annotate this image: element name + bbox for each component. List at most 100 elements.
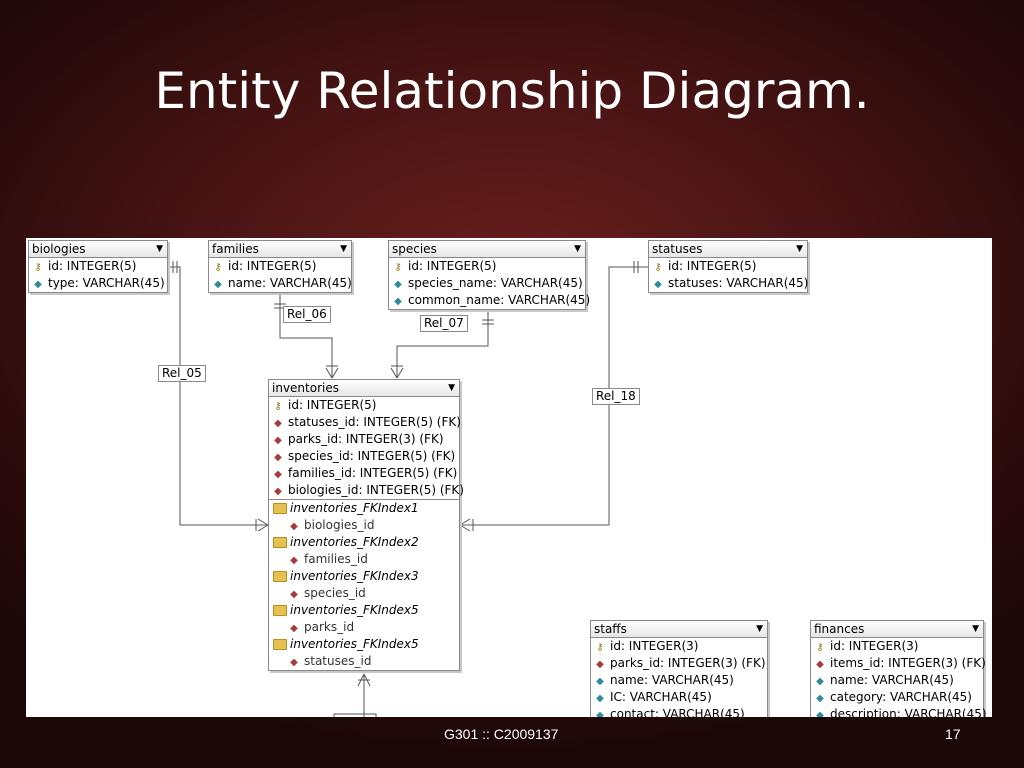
entity-biologies[interactable]: biologies▼ ⚷id: INTEGER(5) ◆type: VARCHA… — [28, 240, 168, 293]
key-icon: ⚷ — [214, 262, 222, 273]
dropdown-icon[interactable]: ▼ — [448, 383, 455, 393]
diamond-icon: ◆ — [214, 279, 222, 290]
attr-text: IC: VARCHAR(45) — [610, 690, 712, 704]
diamond-icon: ◆ — [816, 693, 824, 704]
diamond-icon: ◆ — [596, 710, 604, 717]
key-icon: ⚷ — [816, 642, 824, 653]
index-row: inventories_FKIndex5 — [269, 602, 459, 619]
index-folder-icon — [273, 639, 287, 650]
index-column-row: ◆families_id — [269, 551, 459, 568]
entity-name: families — [212, 242, 259, 256]
entity-inventories[interactable]: inventories▼ ⚷ id: INTEGER(5) ◆statuses_i… — [268, 379, 464, 671]
attr-row: ⚷id: INTEGER(5) — [389, 258, 585, 275]
attr-text: contact: VARCHAR(45) — [610, 707, 745, 717]
index-row: inventories_FKIndex2 — [269, 534, 459, 551]
dropdown-icon[interactable]: ▼ — [972, 624, 979, 634]
entity-header[interactable]: finances▼ — [811, 621, 983, 638]
dropdown-icon[interactable]: ▼ — [340, 244, 347, 254]
attr-text: id: INTEGER(5) — [408, 259, 497, 273]
er-diagram-canvas: Rel_05 Rel_06 Rel_07 Rel_18 biologies▼ ⚷… — [26, 238, 992, 717]
index-folder-icon — [273, 537, 287, 548]
entity-name: statuses — [652, 242, 703, 256]
fk-diamond-icon: ◆ — [290, 521, 298, 532]
rel-07-line — [396, 312, 489, 378]
index-row: inventories_FKIndex3 — [269, 568, 459, 585]
attr-row: ⚷ id: INTEGER(5) — [269, 397, 459, 414]
attr-row: ◆ contact: VARCHAR(45) — [591, 706, 767, 717]
index-column: parks_id — [304, 620, 355, 634]
dropdown-icon[interactable]: ▼ — [156, 244, 163, 254]
rel-07-label: Rel_07 — [420, 315, 468, 332]
attr-row: ⚷id: INTEGER(5) — [29, 258, 167, 275]
rel-06-line — [279, 294, 333, 378]
attr-text: id: INTEGER(3) — [830, 639, 919, 653]
attr-row: ◆name: VARCHAR(45) — [591, 672, 767, 689]
index-folder-icon — [273, 503, 287, 514]
key-icon: ⚷ — [274, 401, 282, 412]
fk-diamond-icon: ◆ — [274, 435, 282, 446]
fk-diamond-icon: ◆ — [274, 469, 282, 480]
attr-text: common_name: VARCHAR(45) — [408, 293, 591, 307]
key-icon: ⚷ — [654, 262, 662, 273]
attr-row: ⚷id: INTEGER(5) — [209, 258, 351, 275]
fk-diamond-icon: ◆ — [290, 623, 298, 634]
attr-text: type: VARCHAR(45) — [48, 276, 165, 290]
relationship-lines — [162, 261, 648, 717]
attr-text: families_id: INTEGER(5) (FK) — [288, 466, 458, 480]
entity-name: staffs — [594, 622, 627, 636]
entity-staffs[interactable]: staffs ▼ ⚷ id: INTEGER(3) ◆parks_id: INTEG… — [590, 620, 768, 717]
diamond-icon: ◆ — [816, 676, 824, 687]
index-column: biologies_id — [304, 518, 375, 532]
attr-text: id: INTEGER(5) — [288, 398, 377, 412]
attr-row: ⚷ id: INTEGER(3) — [591, 638, 767, 655]
attr-row: ◆items_id: INTEGER(3) (FK) — [811, 655, 986, 672]
index-folder-icon — [273, 571, 287, 582]
key-icon: ⚷ — [596, 642, 604, 653]
attr-row: ⚷ id: INTEGER(3) — [811, 638, 983, 655]
slide-title: Entity Relationship Diagram. — [154, 62, 870, 120]
index-folder-icon — [273, 605, 287, 616]
diamond-icon: ◆ — [596, 693, 604, 704]
fk-diamond-icon: ◆ — [290, 589, 298, 600]
entity-header[interactable]: inventories▼ — [269, 380, 459, 397]
attr-text: parks_id: INTEGER(3) (FK) — [288, 432, 444, 446]
index-column-row: ◆ biologies_id — [269, 517, 459, 534]
entity-header[interactable]: statuses ▼ — [649, 241, 807, 258]
rel-05-label: Rel_05 — [158, 365, 206, 382]
index-column-row: ◆statuses_id — [269, 653, 459, 670]
attr-row: ◆parks_id: INTEGER(3) (FK) — [591, 655, 767, 672]
entity-species[interactable]: species ▼ ⚷id: INTEGER(5) ◆ species_name: … — [388, 240, 590, 310]
attr-row: ◆ species_id: INTEGER(5) (FK) — [269, 448, 459, 465]
diamond-icon: ◆ — [596, 676, 604, 687]
dropdown-icon[interactable]: ▼ — [756, 624, 763, 634]
fk-diamond-icon: ◆ — [274, 418, 282, 429]
rel-05-line — [162, 266, 268, 526]
entity-header[interactable]: species ▼ — [389, 241, 585, 258]
entity-families[interactable]: families ▼ ⚷id: INTEGER(5) ◆name: VARCHAR… — [208, 240, 352, 293]
attr-text: category: VARCHAR(45) — [830, 690, 972, 704]
attr-text: id: INTEGER(3) — [610, 639, 699, 653]
attr-row: ◆common_name: VARCHAR(45) — [389, 292, 590, 309]
diamond-icon: ◆ — [394, 279, 402, 290]
index-name: inventories_FKIndex5 — [290, 637, 419, 651]
attr-text: id: INTEGER(5) — [48, 259, 137, 273]
dropdown-icon[interactable]: ▼ — [574, 244, 581, 254]
attr-text: species_name: VARCHAR(45) — [408, 276, 583, 290]
parks-entity-stub — [333, 713, 377, 717]
entity-statuses[interactable]: statuses▼ ⚷id: INTEGER(5) ◆statuses: VAR… — [648, 240, 808, 293]
entity-name: species — [392, 242, 437, 256]
entity-header[interactable]: staffs ▼ — [591, 621, 767, 638]
attr-text: species_id: INTEGER(5) (FK) — [288, 449, 456, 463]
fk-diamond-icon: ◆ — [274, 452, 282, 463]
entity-finances[interactable]: finances▼ ⚷ id: INTEGER(3) ◆items_id: INT… — [810, 620, 987, 717]
attr-row: ◆ species_name: VARCHAR(45) — [389, 275, 585, 292]
entity-header[interactable]: families ▼ — [209, 241, 351, 258]
entity-header[interactable]: biologies▼ — [29, 241, 167, 258]
attr-row: ◆name: VARCHAR(45) — [209, 275, 352, 292]
rel-06-label: Rel_06 — [283, 306, 331, 323]
index-row: inventories_FKIndex1 — [269, 500, 459, 517]
index-row: inventories_FKIndex5 — [269, 636, 459, 653]
attr-text: description: VARCHAR(45) — [830, 707, 987, 717]
dropdown-icon[interactable]: ▼ — [796, 244, 803, 254]
page-number: 17 — [945, 726, 961, 742]
